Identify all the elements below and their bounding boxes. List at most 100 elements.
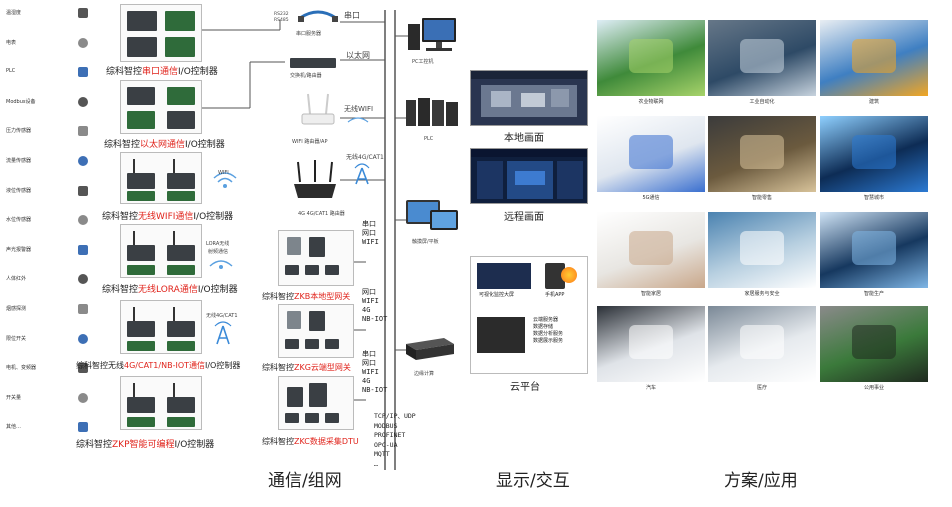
sensor-label: 限位开关 — [6, 335, 27, 342]
serial-port-types: RS232 RS485 — [274, 12, 289, 23]
gateway-label-cloud: 综科智控ZKG云端型网关 — [262, 363, 351, 372]
alarm-icon — [78, 244, 88, 255]
application-photo — [820, 20, 928, 96]
application-photo — [820, 212, 928, 288]
sensor-item: 电机、变频器 — [4, 361, 88, 377]
protocol-list: TCP/IP、UDP MODBUS PROFINET OPC-UA MQTT … — [374, 412, 416, 468]
lora-tag: LORA无线 — [206, 241, 230, 247]
controller-label-ethernet: 综科智控以太网通信I/O控制器 — [104, 140, 225, 150]
section-title-network: 通信/组网 — [268, 471, 342, 491]
controller-label-lora: 综科智控无线LORA通信I/O控制器 — [102, 285, 238, 295]
application-photo — [597, 306, 705, 382]
photo-subject — [629, 135, 673, 170]
controller-device — [127, 111, 155, 129]
plc-icon — [78, 67, 88, 78]
gateway-protocols-cloud: 网口 WIFI 4G NB-IOT — [362, 288, 388, 323]
wifi-link-icon — [347, 117, 369, 123]
sensor-item: 其他… — [4, 420, 88, 436]
controller-label-wifi: 综科智控无线WIFI通信I/O控制器 — [102, 212, 234, 222]
wifi-tag: WIFI — [218, 170, 229, 176]
level-sensor-icon — [78, 185, 88, 196]
sensor-label: PLC — [6, 68, 16, 75]
gateway-protocols-local: 串口 网口 WIFI — [362, 220, 379, 246]
application-caption: 智能生产 — [863, 291, 884, 297]
gateway-device — [325, 413, 339, 423]
section-title-display: 显示/交互 — [496, 471, 570, 491]
modbus-device-icon — [78, 96, 88, 107]
switch-icon — [78, 392, 88, 403]
edge-computer-icon — [406, 338, 454, 360]
sensor-item: 液位传感器 — [4, 184, 88, 200]
photo-subject — [740, 325, 784, 360]
controller-label-serial: 综科智控串口通信I/O控制器 — [106, 67, 218, 77]
controller-device — [167, 417, 195, 427]
wifi-router-icon — [301, 93, 335, 125]
sensor-label: 声光报警器 — [6, 246, 32, 253]
gateway-device — [309, 383, 327, 407]
gateway-box-dtu — [278, 376, 354, 430]
photo-subject — [852, 231, 896, 266]
ethernet-link-label: 以太网 — [346, 51, 370, 60]
water-sensor-icon — [78, 215, 88, 226]
gateway-device — [325, 339, 339, 349]
controller-device — [167, 173, 195, 189]
remote-screen-label: 远程画面 — [504, 212, 544, 223]
controller-device — [167, 111, 195, 129]
plc-label: PLC — [424, 136, 434, 142]
gateway-device — [305, 413, 319, 423]
controller-device — [127, 37, 157, 57]
phone-image — [545, 263, 565, 289]
sensor-label: 水位传感器 — [6, 217, 32, 224]
section-title-solution: 方案/应用 — [724, 471, 798, 491]
pressure-sensor-icon — [78, 126, 88, 137]
photo-subject — [852, 135, 896, 170]
limit-switch-icon — [78, 333, 88, 344]
sensor-item: 压力传感器 — [4, 124, 88, 140]
gateway-device — [287, 387, 303, 407]
sensor-item: 人体红外 — [4, 272, 88, 288]
sensor-label: 烟感探测 — [6, 306, 27, 312]
photo-subject — [629, 325, 673, 360]
gateway-device — [305, 339, 319, 349]
application-caption: 建筑 — [868, 99, 879, 105]
application-caption: 智能零售 — [751, 195, 772, 201]
remote-screen-image — [470, 148, 588, 204]
cat1-tag: 无线4G/CAT1 — [206, 313, 238, 319]
controller-device — [127, 191, 155, 201]
thermometer-icon — [78, 8, 88, 18]
local-screen-image — [470, 70, 588, 126]
application-photo — [708, 212, 816, 288]
cloud-platform-label: 云平台 — [510, 382, 540, 393]
serial-server-label: 串口服务器 — [296, 31, 322, 37]
application-photo — [708, 116, 816, 192]
sensor-label: 温湿度 — [6, 10, 22, 16]
motor-icon — [78, 363, 88, 374]
pc-workstation-icon — [408, 18, 456, 51]
gateway-device — [309, 237, 325, 257]
sensor-item: 水位传感器 — [4, 213, 88, 229]
sensor-item: 声光报警器 — [4, 243, 88, 259]
wifi-link-label: 无线WIFI — [344, 105, 374, 113]
photo-subject — [852, 325, 896, 360]
local-screen-label: 本地画面 — [504, 133, 544, 144]
gateway-label-dtu: 综科智控ZKC数据采集DTU — [262, 437, 359, 446]
controller-device — [127, 321, 155, 337]
sensor-label: 人体红外 — [6, 276, 27, 283]
rf-tag: 射频通信 — [208, 249, 229, 255]
application-photo — [597, 116, 705, 192]
controller-device — [127, 11, 157, 31]
cellular-tower-icon — [214, 321, 232, 345]
application-caption: 公用事业 — [863, 385, 884, 391]
application-caption: 医疗 — [756, 385, 767, 391]
touchscreen-label: 触摸屏/平板 — [412, 239, 439, 245]
sensor-item: 流量传感器 — [4, 154, 88, 170]
controller-box-programmable — [120, 376, 202, 430]
sensor-label: 压力传感器 — [6, 128, 32, 135]
controller-device — [165, 37, 195, 57]
antenna — [133, 159, 135, 173]
smoke-detector-icon — [78, 304, 88, 314]
cat1-router-icon — [294, 160, 336, 198]
controller-device — [167, 397, 195, 413]
application-caption: 汽车 — [645, 385, 656, 391]
application-caption: 智能家居 — [640, 291, 661, 297]
